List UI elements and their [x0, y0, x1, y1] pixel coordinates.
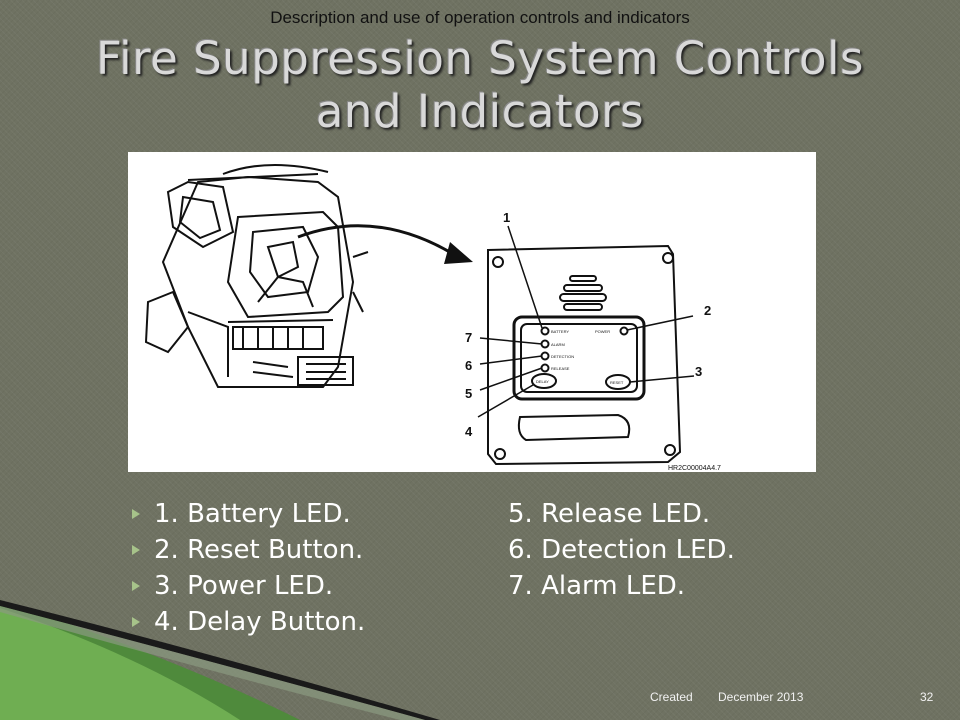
- legend-item: 5. Release LED.: [508, 499, 711, 529]
- panel-label-power: POWER: [595, 329, 610, 334]
- callout-numbers: 1 2 3 4 5 6 7: [465, 210, 711, 439]
- callout-6: 6: [465, 358, 472, 373]
- decorative-swoosh: [0, 600, 440, 720]
- slide-subtitle: Description and use of operation control…: [270, 8, 690, 27]
- page-number: 32: [920, 690, 934, 704]
- panel-label-delay: DELAY: [536, 379, 549, 384]
- control-panel-diagram: BATTERY POWER ALARM DETECTION RELEASE DE…: [128, 152, 816, 472]
- legend-item: 2. Reset Button.: [132, 532, 365, 568]
- legend-item: 6. Detection LED.: [508, 535, 735, 565]
- footer-created: Created: [650, 690, 693, 704]
- legend-item-text: 1. Battery LED.: [154, 499, 351, 529]
- callout-2: 2: [704, 303, 711, 318]
- bullet-icon: [132, 581, 140, 591]
- title-line-1: Fire Suppression System Controls: [96, 32, 864, 85]
- callout-leaders: [477, 225, 695, 418]
- figure-ref-code: HR2C00004A4.7: [668, 465, 721, 472]
- panel-label-battery: BATTERY: [551, 329, 569, 334]
- callout-3: 3: [695, 364, 702, 379]
- legend-item-text: 4. Delay Button.: [154, 607, 366, 637]
- pointer-arrow: [297, 224, 473, 264]
- callout-5: 5: [465, 386, 472, 401]
- bullet-icon: [132, 509, 140, 519]
- legend-item-text: 3. Power LED.: [154, 571, 334, 601]
- legend-right-column: 5. Release LED. 6. Detection LED. 7. Ala…: [508, 496, 735, 604]
- legend-item-text: 2. Reset Button.: [154, 535, 364, 565]
- legend-item: 3. Power LED.: [132, 568, 365, 604]
- slide-title: Fire Suppression System Controls and Ind…: [40, 32, 920, 138]
- panel-label-reset: RESET: [610, 380, 624, 385]
- footer-date: December 2013: [718, 690, 804, 704]
- legend-item: 4. Delay Button.: [132, 604, 365, 640]
- diagram-drawing: BATTERY POWER ALARM DETECTION RELEASE DE…: [144, 163, 721, 472]
- callout-4: 4: [465, 424, 473, 439]
- callout-1: 1: [503, 210, 510, 225]
- bullet-icon: [132, 545, 140, 555]
- legend-item: 7. Alarm LED.: [508, 571, 686, 601]
- callout-7: 7: [465, 330, 472, 345]
- vehicle-sketch: [144, 163, 369, 388]
- fss-control-panel: [487, 244, 682, 466]
- title-line-2: and Indicators: [315, 85, 645, 138]
- panel-label-alarm: ALARM: [551, 342, 565, 347]
- legend-left-column: 1. Battery LED. 2. Reset Button. 3. Powe…: [132, 496, 365, 640]
- bullet-icon: [132, 617, 140, 627]
- panel-label-detection: DETECTION: [551, 354, 574, 359]
- panel-label-release: RELEASE: [551, 366, 570, 371]
- legend-item: 1. Battery LED.: [132, 496, 365, 532]
- panel-labels: BATTERY POWER ALARM DETECTION RELEASE DE…: [536, 329, 624, 385]
